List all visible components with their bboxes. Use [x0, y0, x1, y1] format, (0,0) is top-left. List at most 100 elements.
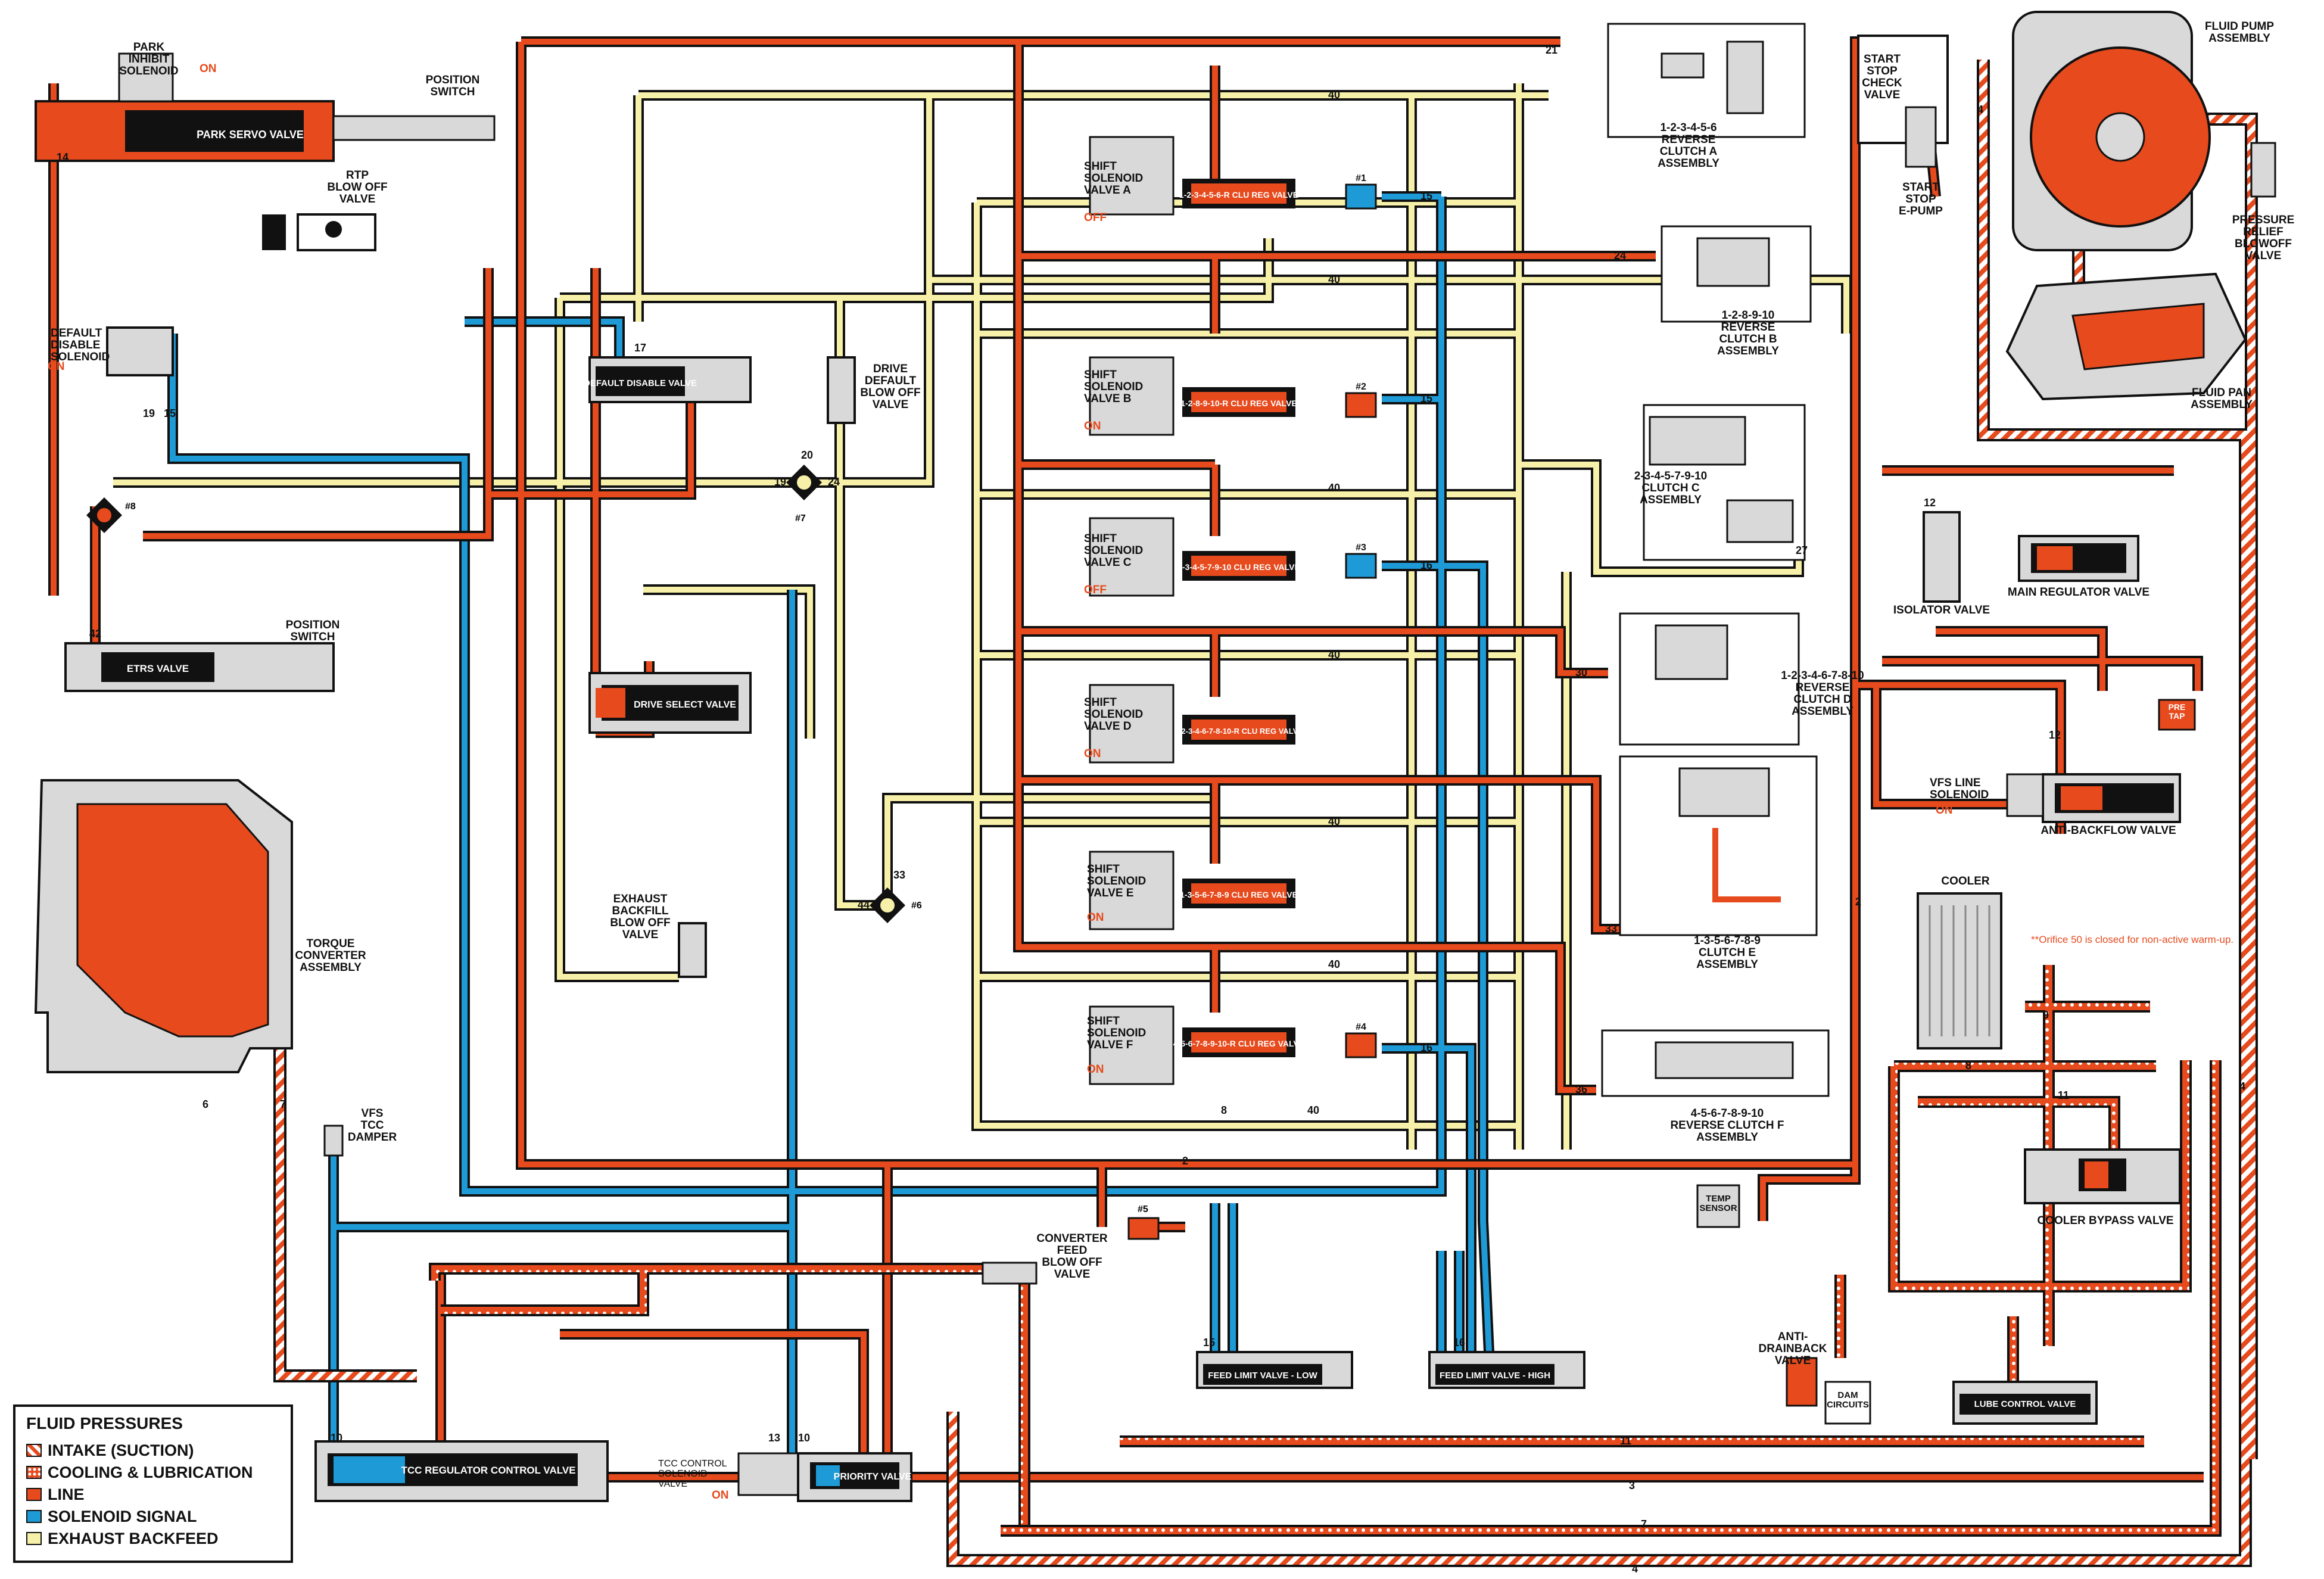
vfs-tcc-damper-label: VFS TCC DAMPER: [347, 1107, 397, 1144]
legend-item-intake: INTAKE (SUCTION): [26, 1441, 194, 1459]
circuit-number: 3: [1629, 1480, 1635, 1491]
shift-solenoid-c-label: SHIFT SOLENOID VALVE C: [1084, 532, 1144, 569]
svg-text:TCC REGULATOR CONTROL VALVE: TCC REGULATOR CONTROL VALVE: [401, 1465, 575, 1476]
svg-text:1-2-8-9-10-R CLU REG VALVE: 1-2-8-9-10-R CLU REG VALVE: [1180, 398, 1297, 408]
cooler-label: COOLER: [1941, 875, 1990, 887]
cooler-bypass-valve: [2024, 1148, 2181, 1204]
pressure-relief-label: PRESSURE RELIEF BLOWOFF VALVE: [2232, 214, 2295, 262]
circuit-number: 30: [1575, 667, 1587, 678]
svg-text:1-2-3-4-6-7-8-10-R CLU REG VAL: 1-2-3-4-6-7-8-10-R CLU REG VALVE: [1175, 727, 1304, 736]
shift-solenoid-e-state: ON: [1087, 911, 1104, 924]
circuit-number: 40: [1328, 89, 1340, 101]
shift-valve-group-c: 2-3-4-5-7-9-10 CLU REG VALVE: [1089, 517, 1377, 597]
shift-valve-group-f: 4-5-6-7-8-9-10-R CLU REG VALVE: [1089, 1005, 1377, 1085]
legend-label: SOLENOID SIGNAL: [48, 1507, 197, 1525]
park-servo-valve: PARK SERVO VALVE: [35, 52, 496, 162]
start-stop-check-label: START STOP CHECK VALVE: [1862, 53, 1902, 101]
cooler: [1917, 892, 2002, 1049]
svg-text:2-3-4-5-7-9-10 CLU REG VALVE: 2-3-4-5-7-9-10 CLU REG VALVE: [1177, 562, 1300, 572]
check-ball-6-label: #6: [911, 901, 922, 911]
svg-text:PARK SERVO VALVE: PARK SERVO VALVE: [197, 129, 304, 141]
legend-swatch-intake: [26, 1444, 42, 1457]
cooling-lubrication-passages: [429, 965, 2222, 1537]
circuit-number: 40: [1328, 273, 1340, 285]
shift-valve-group-a: 1-2-3-4-5-6-R CLU REG VALVE: [1089, 136, 1377, 216]
anti-backflow-valve: [2042, 773, 2181, 823]
check-ball-8-label: #8: [125, 502, 136, 512]
circuit-number: 24: [1614, 250, 1626, 261]
default-disable-valve: DEFAULT DISABLE VALVE: [584, 356, 752, 403]
cooler-bypass-label: COOLER BYPASS VALVE: [2037, 1214, 2174, 1227]
check-ball-1-label: #1: [1356, 173, 1366, 183]
legend-label: INTAKE (SUCTION): [48, 1441, 194, 1459]
clutch-e-label: 1-3-5-6-7-8-9 CLUTCH E ASSEMBLY: [1694, 935, 1761, 971]
fluid-pan-label: FLUID PAN ASSEMBLY: [2191, 387, 2253, 411]
shift-valve-group-d: 1-2-3-4-6-7-8-10-R CLU REG VALVE: [1089, 684, 1304, 764]
circuit-number: 36: [1575, 1083, 1587, 1095]
circuit-number: 12: [1924, 497, 1936, 509]
etrs-valve: ETRS VALVE: [64, 642, 335, 692]
svg-text:FEED LIMIT VALVE - LOW: FEED LIMIT VALVE - LOW: [1208, 1371, 1317, 1381]
solenoid-signal-passages: [167, 191, 1494, 1453]
default-disable-solenoid: [106, 326, 174, 376]
circuit-number: 2: [1182, 1155, 1188, 1167]
clutch-f-assembly: [1601, 1029, 1830, 1097]
circuit-number: 13: [768, 1432, 780, 1444]
shift-solenoid-d-state: ON: [1084, 748, 1101, 760]
temp-sensor-label: TEMP SENSOR: [1699, 1194, 1737, 1213]
drive-default-blow-off-label: DRIVE DEFAULT BLOW OFF VALVE: [860, 363, 921, 411]
circuit-number: 8: [1221, 1104, 1227, 1116]
circuit-number: 15: [1420, 393, 1432, 404]
circuit-number: 4: [2239, 1080, 2245, 1092]
main-regulator-label: MAIN REGULATOR VALVE: [2007, 586, 2150, 599]
circuit-number: 16: [1420, 559, 1432, 571]
clutch-b-assembly: [1661, 225, 1812, 323]
circuit-number: 33: [893, 869, 905, 881]
tcc-control-solenoid-valve: [737, 1452, 805, 1496]
circuit-number: 19: [143, 407, 155, 419]
circuit-number: 11: [1620, 1435, 1631, 1447]
default-disable-state: ON: [48, 360, 65, 373]
shift-valve-group-b: 1-2-8-9-10-R CLU REG VALVE: [1089, 356, 1377, 436]
isolator-valve-label: ISOLATOR VALVE: [1893, 604, 1990, 616]
legend-swatch-cooling: [26, 1466, 42, 1479]
priority-valve: PRIORITY VALVE: [797, 1452, 912, 1502]
shift-solenoid-e-label: SHIFT SOLENOID VALVE E: [1087, 863, 1147, 899]
circuit-number: 17: [634, 342, 646, 354]
check-ball-8: [86, 497, 122, 533]
shift-solenoid-f-label: SHIFT SOLENOID VALVE F: [1087, 1015, 1147, 1051]
legend-item-line: LINE: [26, 1485, 85, 1503]
clutch-d-assembly: [1619, 612, 1800, 746]
lube-control-valve: LUBE CONTROL VALVE: [1952, 1381, 2098, 1425]
legend-swatch-line: [26, 1488, 42, 1501]
circuit-number: 6: [203, 1098, 208, 1110]
anti-backflow-label: ANTI-BACKFLOW VALVE: [2040, 824, 2176, 837]
shift-solenoid-b-state: ON: [1084, 420, 1101, 432]
circuit-number: 14: [57, 151, 68, 163]
vfs-line-state: ON: [1936, 804, 1953, 817]
legend-item-solenoid: SOLENOID SIGNAL: [26, 1508, 197, 1525]
check-ball-7-label: #7: [795, 513, 806, 524]
circuit-number: 27: [1796, 544, 1808, 556]
clutch-e-assembly: [1619, 755, 1818, 936]
exhaust-backfill-blow-off-valve: [678, 922, 707, 978]
vfs-tcc-damper: [323, 1125, 344, 1157]
shift-solenoid-c-state: OFF: [1084, 584, 1107, 596]
circuit-number: 7: [280, 1098, 286, 1110]
circuit-number: 9: [2043, 1009, 2049, 1021]
fluid-pump-label: FLUID PUMP ASSEMBLY: [2204, 20, 2275, 45]
circuit-number: 12: [2049, 729, 2061, 741]
circuit-number: 33: [1605, 923, 1617, 935]
feed-limit-valve-high: FEED LIMIT VALVE - HIGH: [1428, 1351, 1585, 1389]
svg-text:LUBE CONTROL VALVE: LUBE CONTROL VALVE: [1974, 1399, 2076, 1409]
dam-circuits: [1824, 1381, 1871, 1425]
svg-text:ETRS VALVE: ETRS VALVE: [127, 663, 189, 674]
circuit-number: 2: [1855, 896, 1861, 908]
torque-converter-label: TORQUE CONVERTER ASSEMBLY: [295, 938, 366, 974]
vfs-line-solenoid: [2006, 773, 2044, 817]
circuit-number: 4: [1977, 104, 1983, 116]
circuit-number: 7: [1641, 1518, 1647, 1530]
rtp-blow-off-valve: [262, 213, 376, 251]
legend-label: COOLING & LUBRICATION: [48, 1463, 253, 1481]
